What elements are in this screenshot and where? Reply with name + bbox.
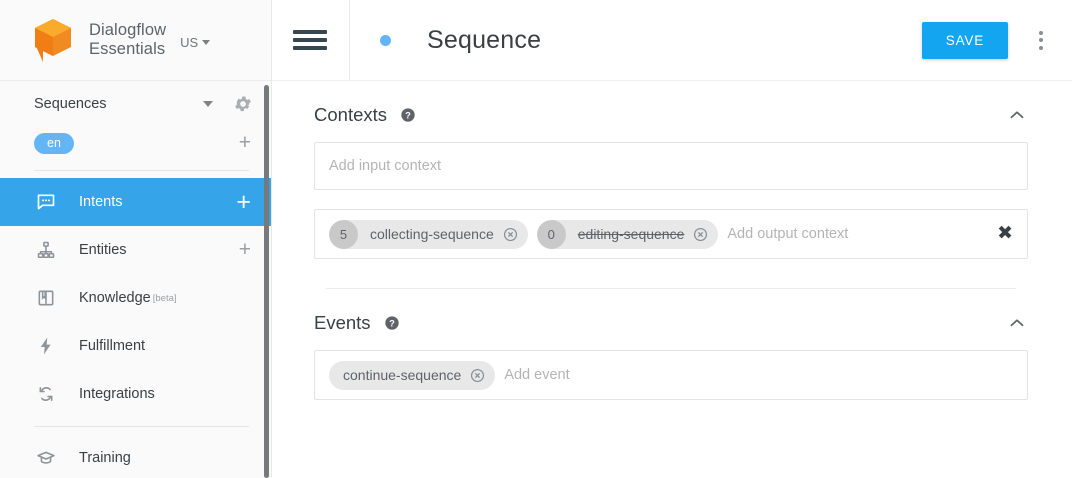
caret-down-icon bbox=[202, 39, 211, 45]
sidebar-scrollbar[interactable] bbox=[264, 85, 269, 478]
brand-title-line1: Dialogflow bbox=[89, 21, 167, 39]
lifespan-badge: 5 bbox=[329, 219, 358, 249]
sidebar-divider-top bbox=[34, 170, 249, 171]
output-context-placeholder: Add output context bbox=[727, 226, 849, 242]
help-circle-icon[interactable]: ? bbox=[384, 315, 400, 331]
speech-bubble-icon bbox=[34, 191, 58, 213]
events-header[interactable]: Events ? bbox=[314, 289, 1028, 347]
output-context-chip[interactable]: 5 collecting-sequence bbox=[329, 219, 528, 249]
agent-name: Sequences bbox=[34, 96, 107, 112]
graduation-cap-icon bbox=[34, 447, 58, 469]
save-button[interactable]: SAVE bbox=[921, 21, 1008, 59]
sync-icon bbox=[34, 383, 58, 405]
circle-x-icon[interactable] bbox=[470, 368, 485, 383]
events-title: Events bbox=[314, 312, 371, 333]
sidebar-item-fulfillment[interactable]: Fulfillment bbox=[0, 322, 271, 370]
region-selector[interactable]: US bbox=[180, 31, 211, 50]
beta-badge: [beta] bbox=[152, 292, 177, 304]
chevron-up-icon[interactable] bbox=[1006, 104, 1028, 126]
sidebar-item-intents[interactable]: Intents + bbox=[0, 178, 271, 226]
language-row: en + bbox=[0, 124, 271, 162]
blue-dot-icon bbox=[380, 34, 391, 46]
circle-x-icon[interactable] bbox=[693, 227, 708, 242]
add-entity-plus-icon[interactable]: + bbox=[238, 238, 251, 261]
caret-down-icon[interactable] bbox=[203, 101, 213, 107]
intent-detail-content: Contexts ? Add input context bbox=[272, 81, 1072, 478]
input-context-field[interactable]: Add input context bbox=[314, 142, 1028, 190]
input-context-placeholder: Add input context bbox=[329, 158, 442, 174]
event-chip[interactable]: continue-sequence bbox=[329, 360, 496, 390]
add-language-plus-icon[interactable]: + bbox=[238, 131, 251, 154]
sidebar-item-integrations[interactable]: Integrations bbox=[0, 370, 271, 418]
section-divider bbox=[326, 288, 1016, 289]
lifespan-badge: 0 bbox=[536, 219, 566, 249]
dialogflow-cube-logo bbox=[30, 16, 76, 64]
events-section: Events ? continue- bbox=[272, 289, 1072, 400]
event-placeholder: Add event bbox=[504, 367, 570, 383]
svg-text:?: ? bbox=[405, 110, 411, 120]
sidebar-divider-bottom bbox=[34, 426, 249, 427]
sidebar-item-label: Intents bbox=[79, 194, 123, 210]
help-circle-icon[interactable]: ? bbox=[400, 107, 416, 123]
add-intent-plus-icon[interactable]: + bbox=[236, 188, 251, 216]
event-name: continue-sequence bbox=[343, 367, 462, 383]
main-panel: Sequence SAVE Contexts ? bbox=[272, 0, 1072, 478]
region-label: US bbox=[180, 34, 199, 50]
output-context-chip[interactable]: 0 editing-sequence bbox=[536, 219, 719, 249]
kebab-menu-icon[interactable] bbox=[1026, 20, 1056, 60]
hierarchy-icon bbox=[34, 239, 58, 261]
context-name: collecting-sequence bbox=[370, 226, 494, 242]
contexts-section: Contexts ? Add input context bbox=[272, 81, 1072, 289]
close-x-icon[interactable]: ✖ bbox=[997, 223, 1013, 244]
gear-icon[interactable] bbox=[233, 94, 253, 114]
sidebar: Dialogflow Essentials US Sequences en + bbox=[0, 0, 272, 478]
toolbar-divider bbox=[349, 0, 350, 80]
output-context-field[interactable]: 5 collecting-sequence 0 editing-sequence bbox=[314, 209, 1028, 259]
sidebar-item-label: Entities bbox=[79, 242, 127, 258]
brand-title-line2: Essentials bbox=[89, 40, 166, 58]
events-field[interactable]: continue-sequence Add event bbox=[314, 350, 1028, 400]
sidebar-item-label: Knowledge bbox=[79, 290, 151, 306]
sidebar-item-knowledge[interactable]: Knowledge [beta] bbox=[0, 274, 271, 322]
sidebar-item-entities[interactable]: Entities + bbox=[0, 226, 271, 274]
sidebar-item-training[interactable]: Training bbox=[0, 434, 271, 478]
sidebar-item-label: Integrations bbox=[79, 386, 155, 402]
contexts-header[interactable]: Contexts ? bbox=[314, 81, 1028, 139]
agent-selector[interactable]: Sequences bbox=[0, 84, 271, 124]
top-bar: Sequence SAVE bbox=[272, 0, 1072, 81]
contexts-title: Contexts bbox=[314, 104, 388, 125]
chevron-up-icon[interactable] bbox=[1006, 312, 1028, 334]
hamburger-icon[interactable] bbox=[293, 27, 327, 53]
page-title: Sequence bbox=[427, 25, 542, 54]
circle-x-icon[interactable] bbox=[503, 227, 518, 242]
language-chip[interactable]: en bbox=[34, 132, 74, 154]
bolt-icon bbox=[34, 335, 58, 357]
brand-title: Dialogflow Essentials bbox=[89, 21, 166, 59]
sidebar-item-label: Training bbox=[79, 450, 131, 466]
brand-header[interactable]: Dialogflow Essentials US bbox=[0, 0, 271, 81]
svg-text:?: ? bbox=[389, 318, 395, 328]
book-icon bbox=[34, 287, 58, 309]
context-name: editing-sequence bbox=[577, 226, 685, 242]
sidebar-item-label: Fulfillment bbox=[79, 338, 146, 354]
